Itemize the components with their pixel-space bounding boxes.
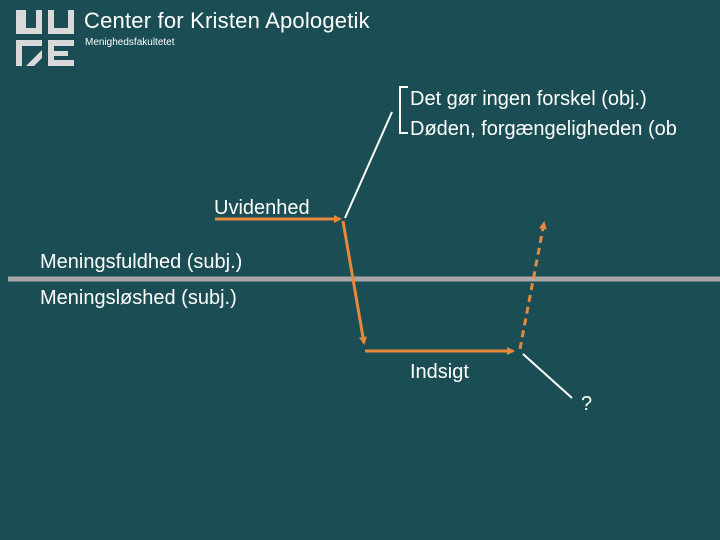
objective-label-2: Døden, forgængeligheden (ob: [410, 118, 677, 140]
subjective-label-1: Meningsfuldhed (subj.): [40, 251, 243, 273]
logo-icon: [16, 10, 74, 66]
objective-bracket: [399, 86, 408, 134]
objective-label-1: Det gør ingen forskel (obj.): [410, 88, 647, 110]
orange-dashed-arrow: [518, 221, 547, 350]
orange-arrow-2: [341, 220, 367, 345]
org-subtitle: Menighedsfakultetet: [85, 37, 175, 48]
uvidenhed-label: Uvidenhed: [214, 197, 310, 219]
connector-line-lower: [522, 353, 573, 399]
question-label: ?: [581, 393, 593, 415]
subjective-label-2: Meningsløshed (subj.): [40, 287, 237, 309]
connector-line-upper: [344, 111, 393, 219]
org-name: Center for Kristen Apologetik: [84, 8, 370, 33]
indsigt-label: Indsigt: [410, 361, 469, 383]
